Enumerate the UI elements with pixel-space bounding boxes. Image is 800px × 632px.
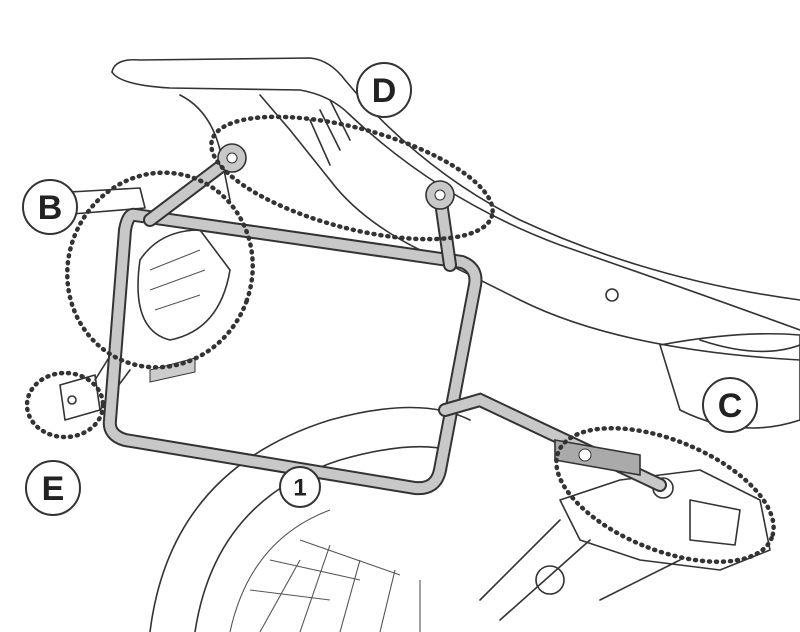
rear-wheel xyxy=(149,406,471,632)
side-rack-frame xyxy=(102,143,667,496)
highlight-e xyxy=(24,370,106,440)
callout-d: D xyxy=(356,62,412,118)
highlight-d xyxy=(209,114,495,242)
callout-b: B xyxy=(22,179,78,235)
highlight-b xyxy=(65,170,255,370)
callout-d-label: D xyxy=(372,72,397,110)
callout-b-label: B xyxy=(38,189,63,227)
rear-bracket xyxy=(479,469,771,621)
callout-e-label: E xyxy=(42,470,65,508)
highlight-c xyxy=(554,425,776,565)
callout-c-label: C xyxy=(718,387,743,425)
callout-e: E xyxy=(25,460,81,516)
callout-c: C xyxy=(702,377,758,433)
part-number-label: 1 xyxy=(293,475,306,502)
part-number-1: 1 xyxy=(279,466,321,508)
